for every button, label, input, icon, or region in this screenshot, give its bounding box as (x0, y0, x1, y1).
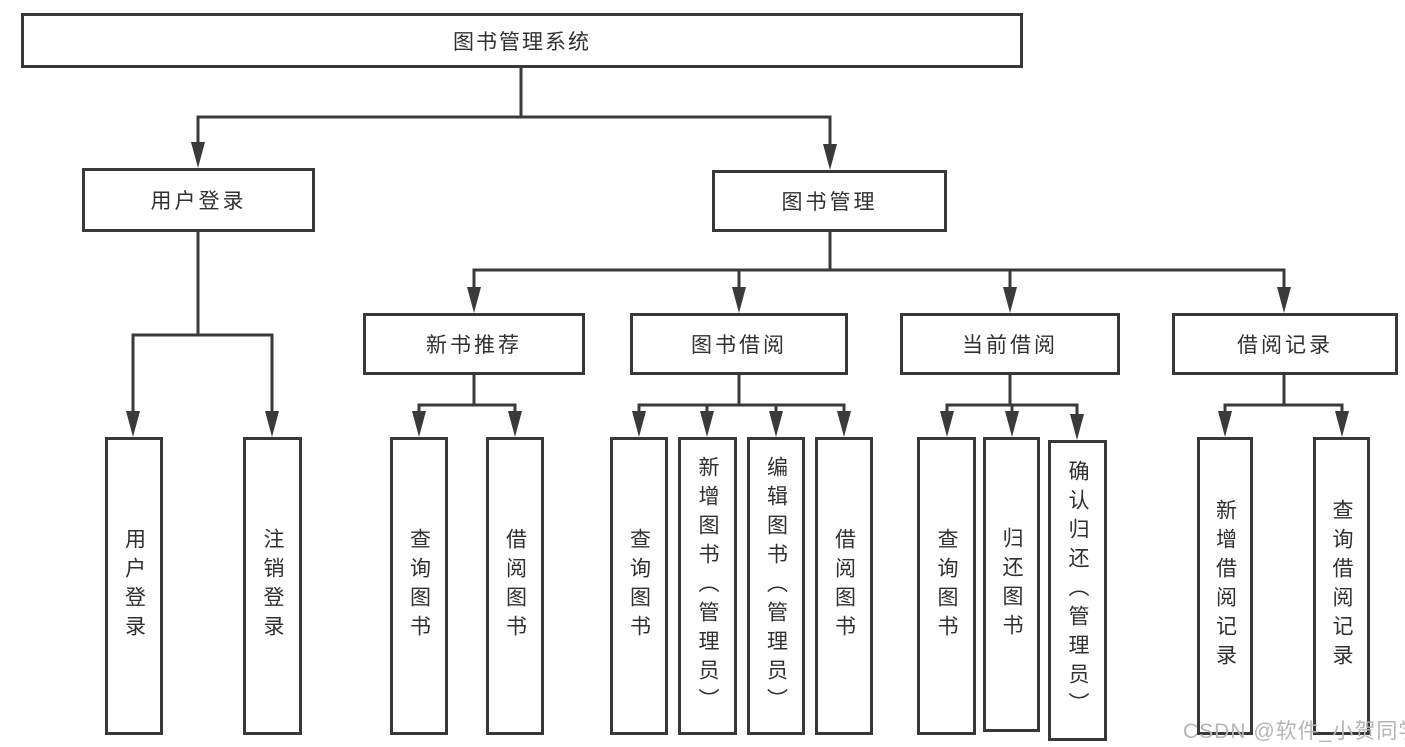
node-label: 新书推荐 (426, 334, 522, 357)
leaf-current-query-books: 查询图书 (917, 437, 976, 735)
node-label: 借阅图书 (503, 528, 527, 644)
leaf-borrowing-edit-books-admin: 编辑图书（管理员） (747, 437, 805, 735)
node-label: 用户登录 (150, 190, 247, 213)
node-label: 查询图书 (935, 528, 958, 644)
node-label: 查询借阅记录 (1330, 499, 1353, 673)
leaf-records-query-borrow-record: 查询借阅记录 (1313, 437, 1370, 735)
node-label: 新增图书（管理员） (696, 455, 719, 717)
leaf-borrowing-borrow-books: 借阅图书 (815, 437, 873, 735)
leaf-borrowing-add-books-admin: 新增图书（管理员） (678, 437, 737, 735)
node-label: 查询图书 (627, 528, 651, 644)
node-borrowing-records: 借阅记录 (1172, 313, 1398, 375)
leaf-logout: 注销登录 (243, 437, 302, 735)
node-label: 借阅记录 (1237, 334, 1333, 357)
node-book-management: 图书管理 (712, 170, 947, 232)
leaf-records-add-borrow-record: 新增借阅记录 (1197, 437, 1253, 735)
node-user-login: 用户登录 (82, 168, 315, 232)
leaf-current-confirm-return-admin: 确认归还（管理员） (1048, 440, 1107, 741)
leaf-recommend-query-books: 查询图书 (390, 437, 448, 735)
node-book-borrowing: 图书借阅 (630, 313, 848, 375)
node-label: 用户登录 (122, 528, 146, 644)
node-label: 归还图书 (1000, 526, 1023, 643)
node-label: 确认归还（管理员） (1066, 460, 1089, 721)
node-label: 查询图书 (407, 528, 431, 644)
node-label: 图书管理 (781, 191, 878, 214)
node-label: 借阅图书 (832, 528, 856, 644)
leaf-borrowing-query-books: 查询图书 (610, 437, 668, 735)
node-label: 注销登录 (261, 528, 284, 644)
leaf-user-login: 用户登录 (105, 437, 163, 735)
node-label: 图书管理系统 (453, 30, 591, 54)
leaf-current-return-books: 归还图书 (983, 437, 1040, 732)
csdn-watermark: CSDN @软件_小贺同学 (1183, 720, 1405, 743)
node-new-book-recommend: 新书推荐 (363, 313, 585, 375)
node-library-management-system: 图书管理系统 (21, 13, 1023, 68)
node-current-borrowing: 当前借阅 (900, 313, 1120, 375)
node-label: 编辑图书（管理员） (764, 455, 788, 717)
node-label: 新增借阅记录 (1213, 499, 1237, 673)
node-label: 图书借阅 (691, 334, 787, 357)
leaf-recommend-borrow-books: 借阅图书 (486, 437, 544, 735)
node-label: 当前借阅 (962, 334, 1058, 357)
